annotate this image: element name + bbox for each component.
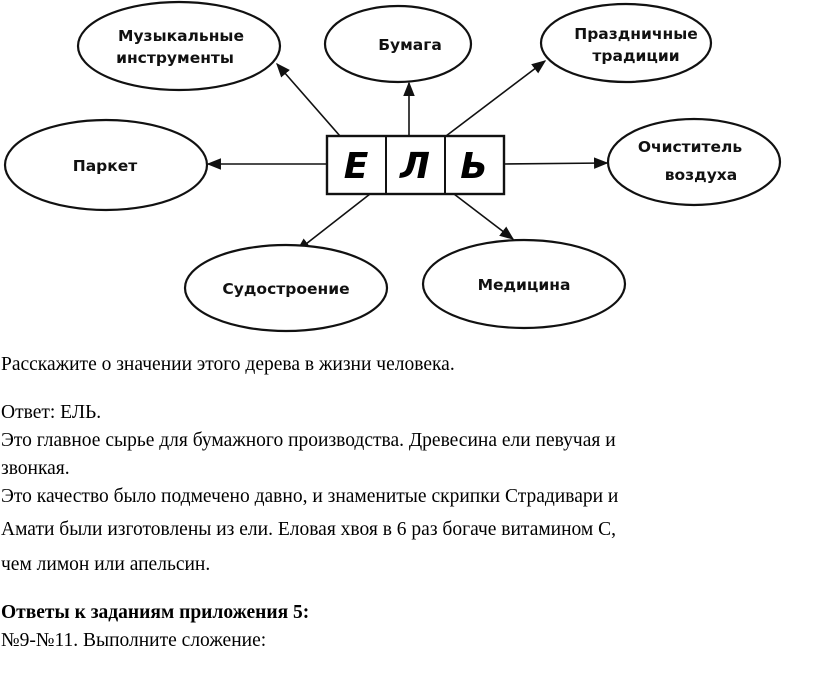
node-music-ellipse — [76, 0, 282, 92]
question-text: Расскажите о значении этого дерева в жиз… — [1, 354, 455, 375]
node-air-ellipse — [606, 117, 782, 207]
paragraph-2-line-2: Амати были изготовлены из ели. Еловая хв… — [1, 519, 617, 540]
node-medicine-ellipse — [421, 238, 627, 330]
fir-tree-diagram: Е Л Ь Музыкальные инструменты Бумага Пра… — [3, 0, 782, 333]
arrow-to-medicine — [453, 193, 515, 240]
node-holiday-label-2: традиции — [592, 47, 679, 65]
node-holiday-label-1: Праздничные — [574, 25, 698, 43]
node-medicine-label: Медицина — [478, 276, 571, 294]
arrow-to-holiday — [445, 60, 547, 137]
arrow-to-music — [276, 62, 341, 137]
paragraph-1-line-2: звонкая. — [1, 458, 70, 479]
paragraph-1-line-1: Это главное сырье для бумажного производ… — [1, 430, 616, 451]
node-parquet-label: Паркет — [73, 157, 138, 175]
node-ship-ellipse — [183, 243, 389, 333]
node-holiday-ellipse — [539, 2, 713, 84]
node-paper-ellipse — [323, 4, 473, 84]
center-letter-e: Е — [344, 146, 369, 187]
center-box: Е Л Ь — [325, 134, 506, 196]
node-parquet-ellipse — [3, 118, 209, 212]
node-music-label-2: инструменты — [116, 49, 234, 67]
task-line: №9-№11. Выполните сложение: — [1, 630, 267, 651]
arrow-to-air — [503, 157, 609, 169]
node-air-label-2: воздуха — [665, 166, 738, 184]
arrow-to-ship — [295, 193, 371, 252]
paragraph-2-line-1: Это качество было подмечено давно, и зна… — [1, 486, 619, 507]
center-letter-soft-sign: Ь — [460, 146, 487, 187]
node-paper-label: Бумага — [378, 36, 442, 54]
paragraph-2-line-3: чем лимон или апельсин. — [1, 554, 211, 575]
node-music-label-1: Музыкальные — [118, 27, 244, 45]
answer-label: Ответ: ЕЛЬ. — [1, 402, 102, 423]
center-letter-l: Л — [399, 146, 430, 187]
node-ship-label: Судостроение — [222, 280, 349, 298]
section-heading: Ответы к заданиям приложения 5: — [1, 602, 310, 623]
node-air-label-1: Очиститель — [638, 138, 743, 156]
